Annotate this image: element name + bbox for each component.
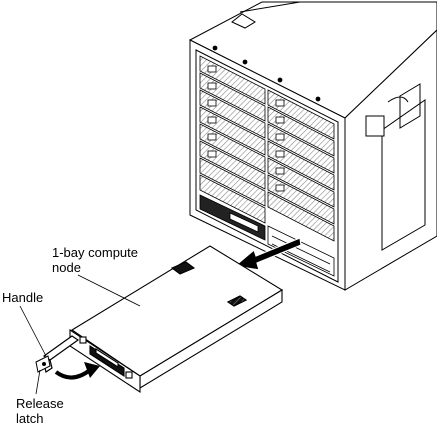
label-compute-node-line1: 1-bay compute — [52, 245, 138, 260]
label-release-line1: Release — [16, 396, 64, 411]
label-compute-node-line2: node — [52, 260, 81, 275]
curved-arrow-icon — [54, 362, 100, 380]
chassis-bays — [199, 45, 335, 277]
chassis-side-panel — [381, 99, 426, 251]
leader-handle — [19, 305, 47, 357]
release-latch — [35, 355, 51, 373]
label-compute-node: 1-bay compute node — [52, 245, 138, 275]
label-release-latch: Release latch — [16, 396, 64, 426]
leader-compute-node — [77, 274, 141, 307]
chassis-side-handle — [365, 115, 385, 137]
leader-lines — [19, 274, 141, 395]
label-handle: Handle — [2, 290, 44, 305]
label-release-line2: latch — [16, 411, 44, 426]
leader-release-latch — [35, 369, 41, 395]
